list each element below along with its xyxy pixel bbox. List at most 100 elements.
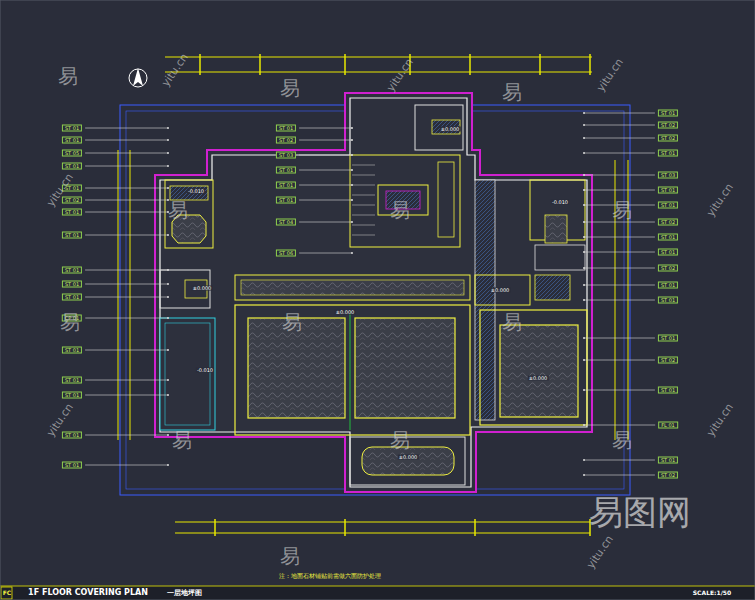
- material-tag: ST 01: [62, 392, 82, 399]
- leader-line: [85, 350, 168, 351]
- material-tag: ST 01: [276, 197, 296, 204]
- material-tag: ST 02: [658, 472, 678, 479]
- elevation-mark: -0.010: [187, 189, 205, 194]
- leader-line: [584, 475, 655, 476]
- material-tag: ST 02: [658, 122, 678, 129]
- leader-line: [85, 270, 168, 271]
- leader-dot: [167, 317, 169, 319]
- material-tag: FL 01: [658, 422, 678, 429]
- leader-line: [584, 268, 655, 269]
- leader-dot: [583, 137, 585, 139]
- leader-dot: [583, 459, 585, 461]
- elevation-mark: ±0.000: [398, 455, 419, 460]
- leader-dot: [583, 299, 585, 301]
- leader-dot: [583, 389, 585, 391]
- watermark: 易: [390, 200, 410, 220]
- elevation-mark: ±0.000: [490, 288, 511, 293]
- leader-dot: [351, 221, 353, 223]
- material-tag: ST 01: [658, 282, 678, 289]
- leader-line: [299, 200, 352, 201]
- leader-line: [85, 465, 168, 466]
- leader-line: [85, 380, 168, 381]
- watermark: 易: [280, 78, 300, 98]
- leader-line: [85, 128, 168, 129]
- leader-line: [85, 140, 168, 141]
- scale-text: SCALE:1/50: [693, 590, 731, 596]
- note-text: 注：地面石材铺贴前需做六面防护处理: [278, 573, 382, 579]
- material-tag: ST 01: [62, 267, 82, 274]
- leader-line: [85, 284, 168, 285]
- material-tag: ST 01: [62, 209, 82, 216]
- elevation-mark: -0.010: [551, 200, 569, 205]
- leader-dot: [167, 234, 169, 236]
- leader-line: [85, 188, 168, 189]
- leader-line: [584, 285, 655, 286]
- watermark: 易: [58, 66, 78, 86]
- leader-line: [584, 252, 655, 253]
- leader-line: [85, 153, 168, 154]
- material-tag: ST 03: [658, 172, 678, 179]
- leader-line: [584, 338, 655, 339]
- leader-line: [85, 235, 168, 236]
- leader-dot: [167, 269, 169, 271]
- material-tag: ST 01: [658, 457, 678, 464]
- watermark: 易: [390, 430, 410, 450]
- leader-line: [584, 138, 655, 139]
- leader-dot: [351, 139, 353, 141]
- leader-dot: [167, 394, 169, 396]
- material-tag: ST 01: [658, 202, 678, 209]
- leader-dot: [167, 187, 169, 189]
- material-tag: ST 01: [658, 187, 678, 194]
- material-tag: ST 02: [658, 135, 678, 142]
- watermark: yitu.cn: [595, 57, 625, 94]
- watermark: 易: [172, 430, 192, 450]
- leader-line: [85, 212, 168, 213]
- material-tag: ST 01: [62, 462, 82, 469]
- material-tag: ST 01: [276, 125, 296, 132]
- material-tag: ST 01: [62, 377, 82, 384]
- leader-dot: [583, 284, 585, 286]
- leader-dot: [583, 174, 585, 176]
- material-tag: ST 01: [62, 432, 82, 439]
- leader-dot: [583, 267, 585, 269]
- leader-dot: [167, 152, 169, 154]
- material-tag: ST 01: [658, 387, 678, 394]
- leader-dot: [167, 127, 169, 129]
- leader-line: [299, 222, 352, 223]
- material-tag: ST 01: [276, 167, 296, 174]
- leader-dot: [351, 252, 353, 254]
- watermark: 易: [502, 312, 522, 332]
- material-tag: ST 01: [62, 125, 82, 132]
- leader-dot: [167, 165, 169, 167]
- material-tag: ST 05: [62, 150, 82, 157]
- material-tag: ST 01: [658, 297, 678, 304]
- material-tag: ST 01: [658, 150, 678, 157]
- material-tag: ST 03: [276, 152, 296, 159]
- leader-line: [299, 253, 352, 254]
- material-tag: ST 01: [62, 137, 82, 144]
- watermark: yitu.cn: [585, 534, 615, 571]
- material-tag: ST 01: [62, 281, 82, 288]
- leader-dot: [167, 139, 169, 141]
- leader-line: [299, 128, 352, 129]
- leader-dot: [351, 199, 353, 201]
- leader-dot: [351, 184, 353, 186]
- watermark: 易: [168, 200, 188, 220]
- leader-line: [584, 125, 655, 126]
- leader-line: [85, 166, 168, 167]
- leader-dot: [583, 424, 585, 426]
- elevation-mark: ±0.000: [192, 286, 213, 291]
- material-tag: ST 01: [62, 294, 82, 301]
- sheet-code: FC: [3, 590, 12, 596]
- leader-line: [85, 435, 168, 436]
- leader-dot: [351, 169, 353, 171]
- elevation-mark: ±0.000: [335, 310, 356, 315]
- leader-line: [85, 297, 168, 298]
- leader-dot: [167, 349, 169, 351]
- leader-line: [299, 155, 352, 156]
- leader-dot: [167, 379, 169, 381]
- watermark: yitu.cn: [705, 182, 735, 219]
- leader-line: [584, 425, 655, 426]
- leader-line: [85, 395, 168, 396]
